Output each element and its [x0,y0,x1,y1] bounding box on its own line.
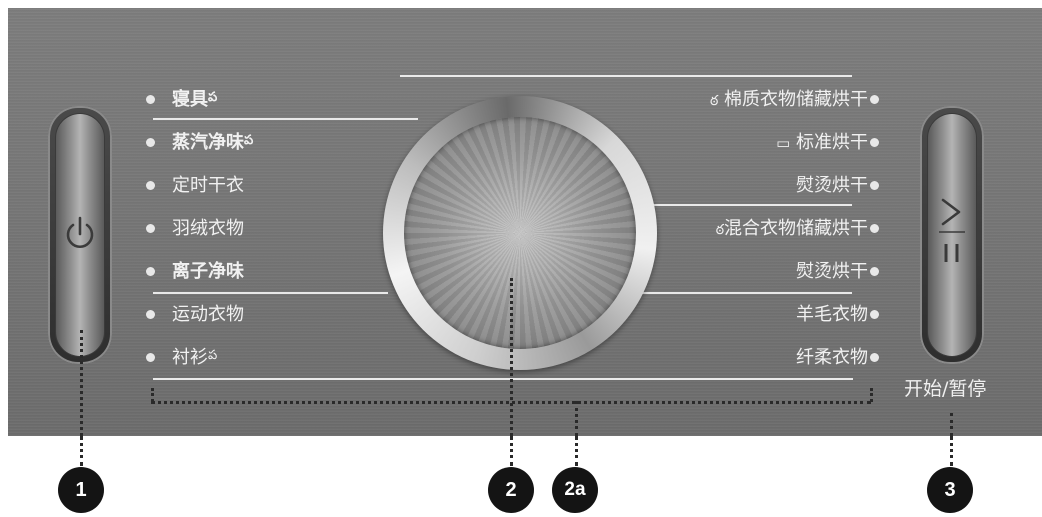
program-label: 纤柔衣物 [796,347,868,368]
steam-indicator-icon: ఠ [709,93,719,109]
program-label: 运动衣物 [172,304,244,325]
program-dot [870,181,879,190]
program-label: 蒸汽净味 [172,132,244,153]
program-standard-dry[interactable]: ▭ 标准烘干 [776,131,868,155]
program-sportswear[interactable]: 运动衣物 [172,303,244,327]
program-delicates[interactable]: 纤柔衣物 [796,346,868,370]
callout-marker-start: 3 [927,467,973,513]
program-dot [870,310,879,319]
program-timed-dry[interactable]: 定时干衣 [172,174,244,198]
program-ion-refresh[interactable]: 离子净味 [172,260,244,284]
control-panel: 寝具ప 蒸汽净味ప 定时干衣 羽绒衣物 离子净味 运动衣物 衬衫ప [8,8,1042,436]
callout-dial-line [510,278,513,436]
program-label: 衬衫 [172,347,208,368]
program-label: 羽绒衣物 [172,218,244,239]
program-dot [870,267,879,276]
program-label: 标准烘干 [796,132,868,153]
program-dot [146,267,155,276]
program-mixed-cupboard-dry[interactable]: ఠ混合衣物储藏烘干 [716,217,868,242]
divider-mid2-right [638,292,852,294]
start-pause-label: 开始/暂停 [904,378,987,400]
program-dot [146,138,155,147]
program-label: 棉质衣物储藏烘干 [724,89,868,110]
program-wool[interactable]: 羊毛衣物 [796,303,868,327]
program-label: 熨烫烘干 [796,261,868,282]
callout-power-line [80,330,83,436]
program-iron-dry-2[interactable]: 熨烫烘干 [796,260,868,284]
program-dot [870,95,879,104]
program-label: 熨烫烘干 [796,175,868,196]
program-iron-dry-1[interactable]: 熨烫烘干 [796,174,868,198]
steam-indicator-icon: ప [244,133,254,148]
callout-power-line-ext [80,436,83,466]
steam-indicator-icon: ఠ [715,222,724,238]
program-label: 定时干衣 [172,175,244,196]
program-label: 寝具 [172,89,208,110]
program-dot [870,353,879,362]
program-label: 离子净味 [172,261,244,282]
program-dot [870,138,879,147]
program-down[interactable]: 羽绒衣物 [172,217,244,241]
program-dial[interactable] [383,96,657,370]
divider-mid-left [153,292,388,294]
program-dot [146,95,155,104]
program-label: 混合衣物储藏烘干 [724,218,868,239]
dial-knob[interactable] [404,117,636,349]
callout-bracket-right [870,388,873,402]
callout-marker-power: 1 [58,467,104,513]
program-dot [146,310,155,319]
divider-mid-right [648,204,852,206]
program-bedding[interactable]: 寝具ప [172,88,217,114]
divider-top-right [400,75,852,77]
callout-programs-line-ext [575,436,578,466]
program-cotton-cupboard-dry[interactable]: ఠ 棉质衣物储藏烘干 [710,88,868,113]
power-icon [66,216,94,248]
callout-bracket-left [151,388,154,402]
start-pause-button[interactable] [920,106,984,364]
start-pause-button-face[interactable] [928,114,976,356]
callout-start-line [950,413,953,436]
program-dot [146,181,155,190]
program-label: 羊毛衣物 [796,304,868,325]
callout-programs-line [575,401,578,436]
play-pause-icon [939,198,965,262]
steam-indicator-icon: ప [208,90,218,105]
callout-marker-dial: 2 [488,467,534,513]
callout-start-line-ext [950,436,953,466]
steam-indicator-icon: ప [208,348,218,363]
callout-marker-programs: 2a [552,467,598,513]
program-steam-refresh[interactable]: 蒸汽净味ప [172,131,253,157]
program-dot [146,353,155,362]
label-tag-icon: ▭ [776,134,791,152]
divider-bottom [153,378,853,380]
divider-top-left [153,118,418,120]
power-button[interactable] [48,106,112,364]
program-shirts[interactable]: 衬衫ప [172,346,217,372]
callout-dial-line-ext [510,436,513,466]
program-dot [870,224,879,233]
program-dot [146,224,155,233]
